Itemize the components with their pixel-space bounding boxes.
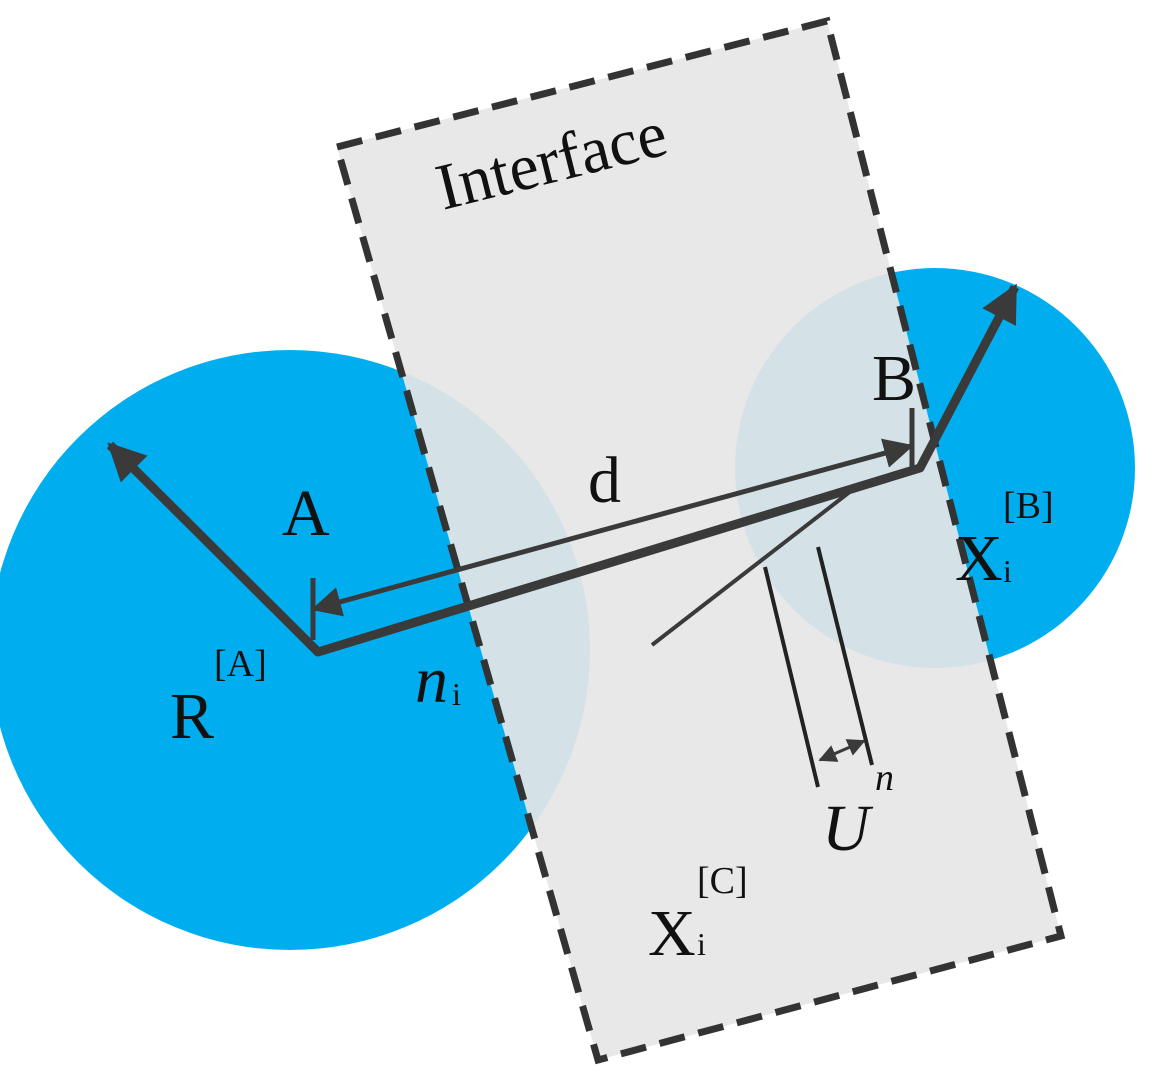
distance-d-arrow xyxy=(311,438,914,617)
x-c-label-sub: i xyxy=(697,926,706,962)
x-c-label-sup: [C] xyxy=(697,860,748,902)
un-label-sup: n xyxy=(875,757,894,799)
x-b-label-base: X xyxy=(955,522,1003,595)
x-b-vector-arrow xyxy=(916,283,1019,471)
r-a-label-base: R xyxy=(170,680,214,753)
leader-line xyxy=(650,482,862,647)
n-i-label-sub: i xyxy=(452,676,461,712)
r-a-vector-arrow xyxy=(106,441,322,656)
distance-d-label: d xyxy=(588,444,621,517)
x-b-label-sup: [B] xyxy=(1003,485,1054,527)
un-line-right xyxy=(816,546,874,766)
point-b-label: B xyxy=(872,342,916,415)
n-i-label-base: n xyxy=(415,644,448,717)
x-b-label-sub: i xyxy=(1003,553,1012,589)
x-c-label-base: X xyxy=(648,897,696,970)
r-a-label-sup: [A] xyxy=(214,643,267,685)
point-a-label: A xyxy=(282,477,330,550)
un-label-base: U xyxy=(822,792,874,865)
un-line-left xyxy=(763,566,820,788)
un-offset-arrow xyxy=(818,739,866,762)
